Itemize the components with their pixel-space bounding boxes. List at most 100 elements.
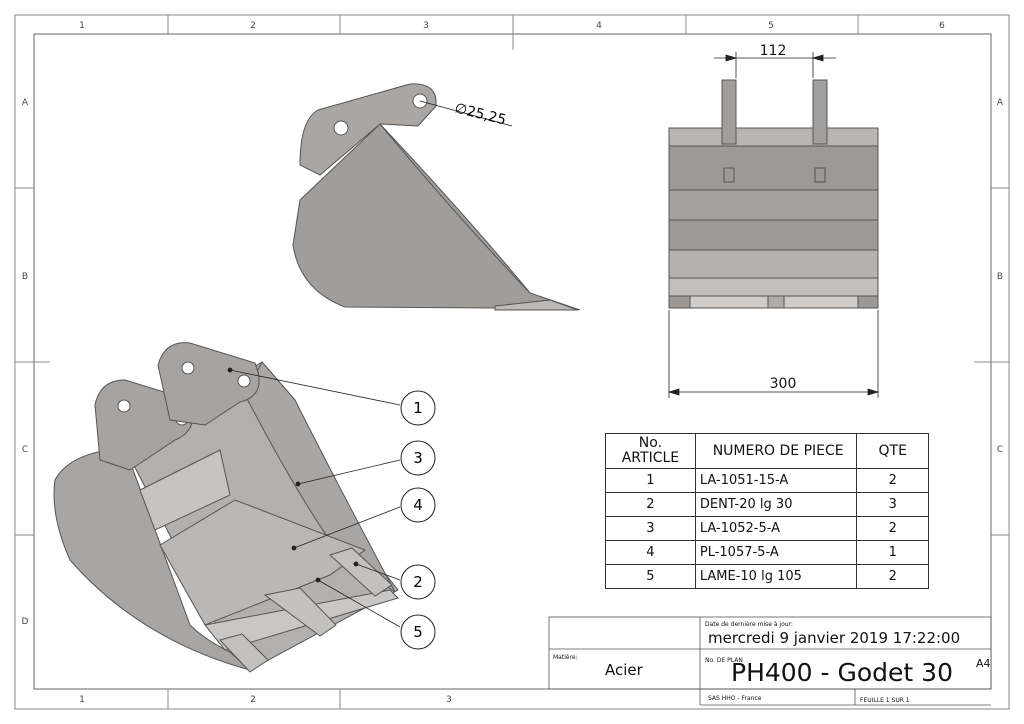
iso-lug-right xyxy=(157,342,260,426)
iso-tooth xyxy=(329,547,393,597)
bom-article: 5 xyxy=(605,564,696,589)
balloons: 1 3 4 2 5 xyxy=(400,390,436,650)
iso-tooth xyxy=(219,633,269,673)
iso-back-panel xyxy=(139,449,231,531)
iso-lug-right-hole xyxy=(181,361,195,375)
balloon xyxy=(400,564,436,600)
bom-article: 4 xyxy=(605,540,696,565)
front-slot xyxy=(814,167,826,183)
bom-header-article: No.ARTICLE xyxy=(605,433,696,469)
balloon xyxy=(400,487,436,523)
row-label: A xyxy=(997,98,1004,108)
balloon-label: 2 xyxy=(413,573,423,591)
lug-spacing-dimension: 112 xyxy=(714,43,836,78)
material-value: Acier xyxy=(605,661,644,679)
col-label: 1 xyxy=(79,695,85,705)
balloon-leaders xyxy=(227,367,401,628)
balloon xyxy=(400,390,436,426)
hole-leader xyxy=(419,100,513,127)
row-label: B xyxy=(997,272,1003,282)
table-row: 5 LAME-10 lg 105 2 xyxy=(605,564,929,589)
bom-header-article-line1: No. xyxy=(638,435,663,451)
front-top-band xyxy=(668,127,879,147)
zone-labels: 1 2 3 4 5 6 1 2 3 A B C D A B C xyxy=(22,21,1004,705)
col-label: 2 xyxy=(250,695,256,705)
balloon xyxy=(400,440,436,476)
iso-lug-right-hole xyxy=(237,374,251,388)
bill-of-materials: No.ARTICLE NUMERO DE PIECE QTE 1 LA-1051… xyxy=(605,433,929,589)
bom-qty: 2 xyxy=(856,564,929,589)
hole-diameter-label: ∅25,25 xyxy=(453,100,508,128)
side-hole-front xyxy=(333,120,349,136)
bom-qty: 3 xyxy=(856,492,929,517)
col-label: 4 xyxy=(596,21,602,31)
last-update-value: mercredi 9 janvier 2019 17:22:00 xyxy=(708,629,960,647)
bom-article: 1 xyxy=(605,468,696,493)
front-lower-band xyxy=(668,277,879,297)
isometric-view xyxy=(53,342,399,673)
col-label: 3 xyxy=(423,21,429,31)
bom-header-qty: QTE xyxy=(856,433,929,469)
bom-header-row: No.ARTICLE NUMERO DE PIECE QTE xyxy=(605,433,929,469)
front-lug-left xyxy=(721,79,737,145)
bom-article: 2 xyxy=(605,492,696,517)
table-row: 3 LA-1052-5-A 2 xyxy=(605,516,929,541)
title-block-text: Date de dernière mise à jour: mercredi 9… xyxy=(553,621,991,704)
lug-spacing-label: 112 xyxy=(760,43,787,59)
drawing-title: PH400 - Godet 30 xyxy=(731,658,953,687)
balloon-label: 4 xyxy=(413,496,423,514)
bom-part: LA-1051-15-A xyxy=(694,468,858,493)
table-row: 1 LA-1051-15-A 2 xyxy=(605,468,929,493)
row-label: D xyxy=(22,617,29,627)
row-label: B xyxy=(22,272,28,282)
front-lug-right xyxy=(812,79,828,145)
balloon xyxy=(400,614,436,650)
company-name: SAS HHO - France xyxy=(708,695,762,702)
material-label: Matière: xyxy=(553,654,578,661)
side-view xyxy=(292,83,581,311)
col-label: 6 xyxy=(939,21,945,31)
balloon-label: 5 xyxy=(413,623,423,641)
front-tooth xyxy=(767,295,785,309)
row-label: A xyxy=(22,98,29,108)
front-band xyxy=(668,249,879,279)
side-shell-inner xyxy=(379,123,531,294)
hole-dimension: ∅25,25 xyxy=(419,100,513,129)
col-label: 1 xyxy=(79,21,85,31)
bom-header-article-line2: ARTICLE xyxy=(621,450,680,466)
drawing-no-label: No. DE PLAN xyxy=(705,657,743,664)
iso-lug-left-hole xyxy=(117,399,131,413)
col-label: 2 xyxy=(250,21,256,31)
sheet-number: FEUILLE 1 SUR 1 xyxy=(860,697,910,704)
table-row: 2 DENT-20 lg 30 3 xyxy=(605,492,929,517)
balloon-label: 1 xyxy=(413,399,423,417)
balloon-label: 3 xyxy=(413,449,423,467)
front-band xyxy=(668,189,879,221)
title-block xyxy=(548,616,992,706)
bom-part: PL-1057-5-A xyxy=(694,540,858,565)
side-tooth xyxy=(494,299,579,311)
bom-part: LA-1052-5-A xyxy=(694,516,858,541)
front-slot xyxy=(723,167,735,183)
bom-part: DENT-20 lg 30 xyxy=(694,492,858,517)
bom-qty: 2 xyxy=(856,468,929,493)
sheet-size: A4 xyxy=(976,657,991,670)
row-label: C xyxy=(997,445,1003,455)
side-lug-plate xyxy=(299,83,437,176)
iso-right-side xyxy=(244,361,396,593)
width-dimension: 300 xyxy=(667,310,880,398)
table-row: 4 PL-1057-5-A 1 xyxy=(605,540,929,565)
bom-qty: 2 xyxy=(856,516,929,541)
overall-width-label: 300 xyxy=(770,376,797,392)
col-label: 5 xyxy=(768,21,774,31)
front-view xyxy=(668,79,879,309)
last-update-label: Date de dernière mise à jour: xyxy=(705,621,793,628)
bom-part: LAME-10 lg 105 xyxy=(694,564,858,589)
zone-ticks xyxy=(15,15,1009,709)
bom-article: 3 xyxy=(605,516,696,541)
row-label: C xyxy=(22,445,28,455)
bom-qty: 1 xyxy=(856,540,929,565)
iso-tooth xyxy=(263,587,337,637)
bom-header-part: NUMERO DE PIECE xyxy=(694,433,858,469)
